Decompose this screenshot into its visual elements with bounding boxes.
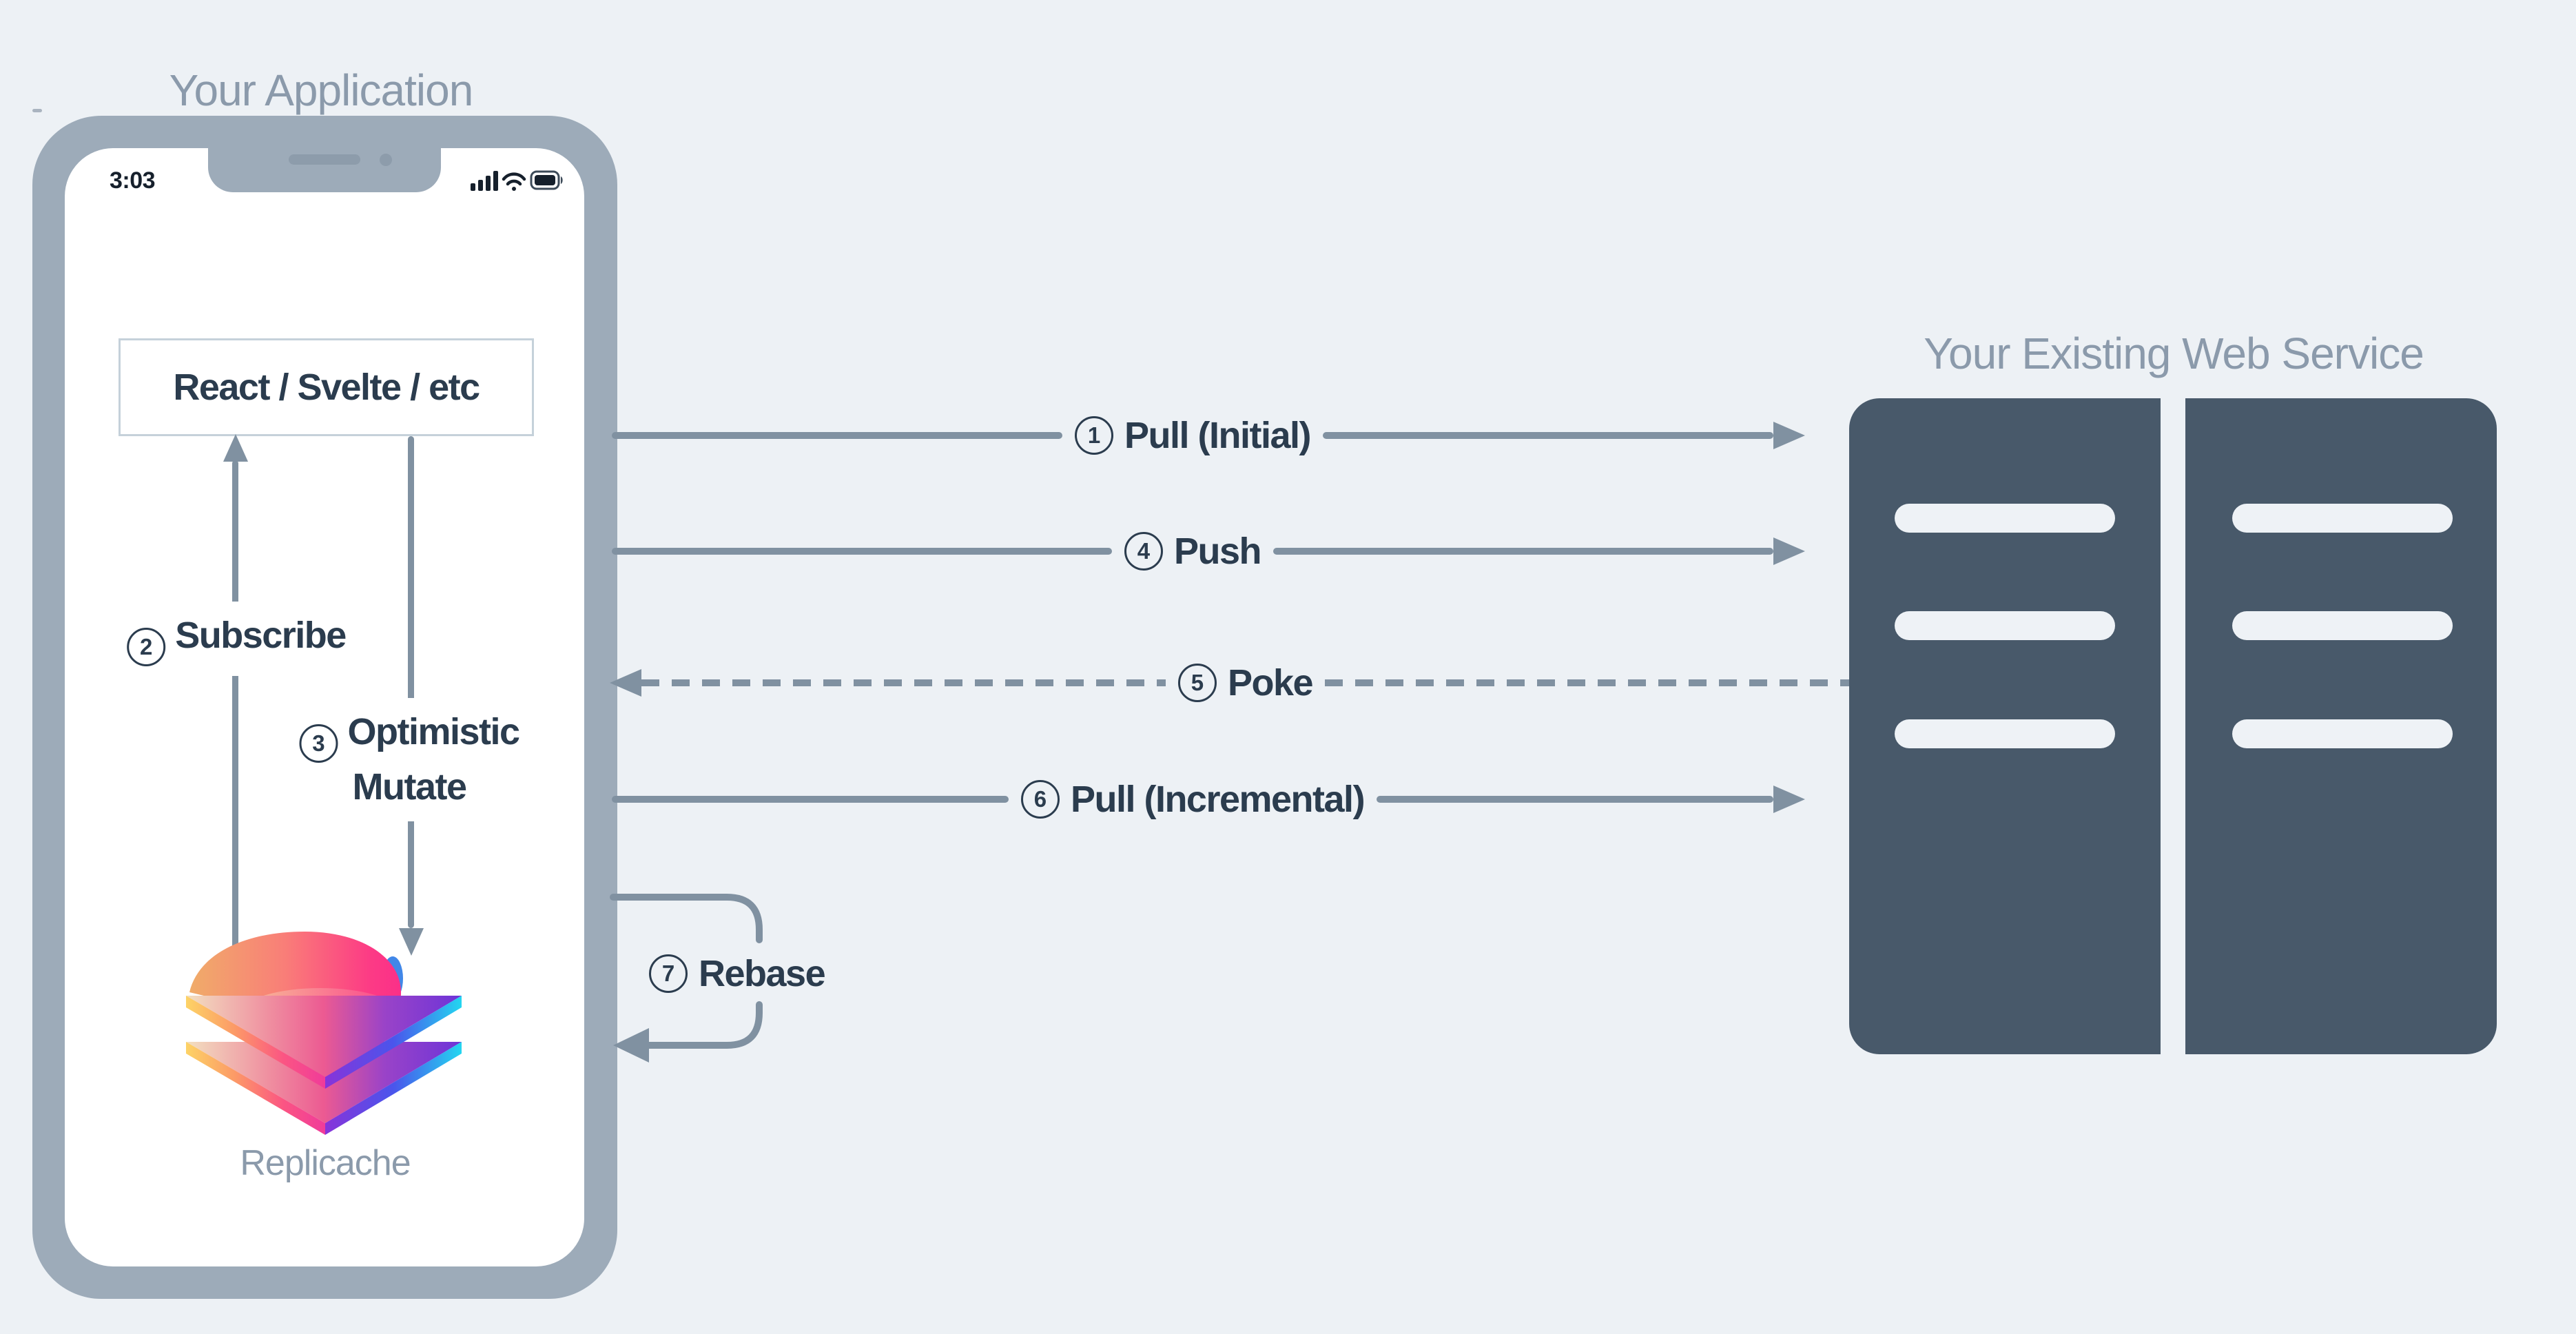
step-number-badge: 4 (1124, 532, 1163, 571)
phone-frame: 3:03 React / Svelte / etc (32, 116, 617, 1299)
flow-label-text: Rebase (699, 953, 826, 994)
front-camera-icon (380, 154, 392, 166)
flow-pull-incremental: 6 Pull (Incremental) (612, 778, 1805, 821)
server-slot (2232, 611, 2453, 640)
flow-line (1377, 796, 1773, 803)
web-service-title: Your Existing Web Service (1924, 329, 2424, 378)
arrowhead-right-icon (1773, 537, 1805, 565)
framework-box: React / Svelte / etc (119, 338, 534, 436)
server-tower-icon (2185, 398, 2497, 1054)
flow-pull-incremental-label: 6 Pull (Incremental) (1009, 778, 1377, 821)
flow-label-text: Pull (Initial) (1124, 415, 1312, 456)
server-slot (1895, 719, 2115, 748)
step-number-badge: 3 (299, 724, 338, 763)
flow-poke: 5 Poke (610, 661, 1850, 704)
server-slot (2232, 504, 2453, 533)
subscribe-arrow-line (232, 460, 238, 950)
flow-label-text: Pull (Incremental) (1070, 779, 1366, 820)
server-slot (1895, 504, 2115, 533)
cellular-signal-icon (471, 171, 498, 191)
step-number-badge: 5 (1177, 664, 1217, 702)
server-slot (2232, 719, 2453, 748)
step-number-badge: 6 (1020, 780, 1060, 819)
flow-line-dashed (1325, 679, 1850, 686)
server-tower-icon (1849, 398, 2161, 1054)
arrowhead-right-icon (1773, 422, 1805, 449)
stray-dash-mark (32, 109, 42, 112)
arrowhead-left-icon (613, 1028, 649, 1063)
battery-icon (530, 170, 563, 190)
flow-push: 4 Push (612, 530, 1805, 573)
status-bar-time: 3:03 (109, 167, 156, 194)
flow-rebase-label: 7 Rebase (649, 952, 826, 995)
flow-line (612, 796, 1009, 803)
subscribe-label-text: Subscribe (175, 615, 347, 656)
arrowhead-right-icon (1773, 786, 1805, 813)
flow-label-text: Poke (1227, 662, 1314, 704)
flow-line (612, 548, 1112, 555)
flow-push-label: 4 Push (1112, 530, 1273, 573)
flow-line-dashed (641, 679, 1166, 686)
status-bar-icons (471, 170, 563, 191)
flow-poke-label: 5 Poke (1166, 661, 1325, 704)
replicache-caption: Replicache (240, 1143, 411, 1183)
flow-line (1323, 432, 1773, 439)
flow-pull-initial: 1 Pull (Initial) (612, 414, 1805, 457)
mutate-arrowhead-icon (399, 928, 424, 956)
wifi-icon (502, 172, 526, 191)
logo-top-layer (186, 996, 462, 1089)
speaker-grille-icon (289, 154, 360, 165)
optimistic-mutate-label-text: Optimistic Mutate (347, 711, 520, 808)
application-title: Your Application (169, 65, 474, 115)
step-number-badge: 2 (127, 628, 166, 667)
subscribe-arrowhead-icon (223, 434, 248, 462)
server-slot (1895, 611, 2115, 640)
flow-line (612, 432, 1062, 439)
flow-rebase-loop (610, 894, 763, 1063)
flow-line (1273, 548, 1773, 555)
step-number-badge: 7 (649, 954, 688, 993)
mutate-arrow-line (408, 436, 414, 928)
arrowhead-left-icon (610, 669, 641, 697)
flow-pull-initial-label: 1 Pull (Initial) (1062, 414, 1323, 457)
flow-label-text: Push (1173, 531, 1262, 572)
step-number-badge: 1 (1075, 416, 1113, 455)
replicache-logo (186, 932, 462, 1135)
